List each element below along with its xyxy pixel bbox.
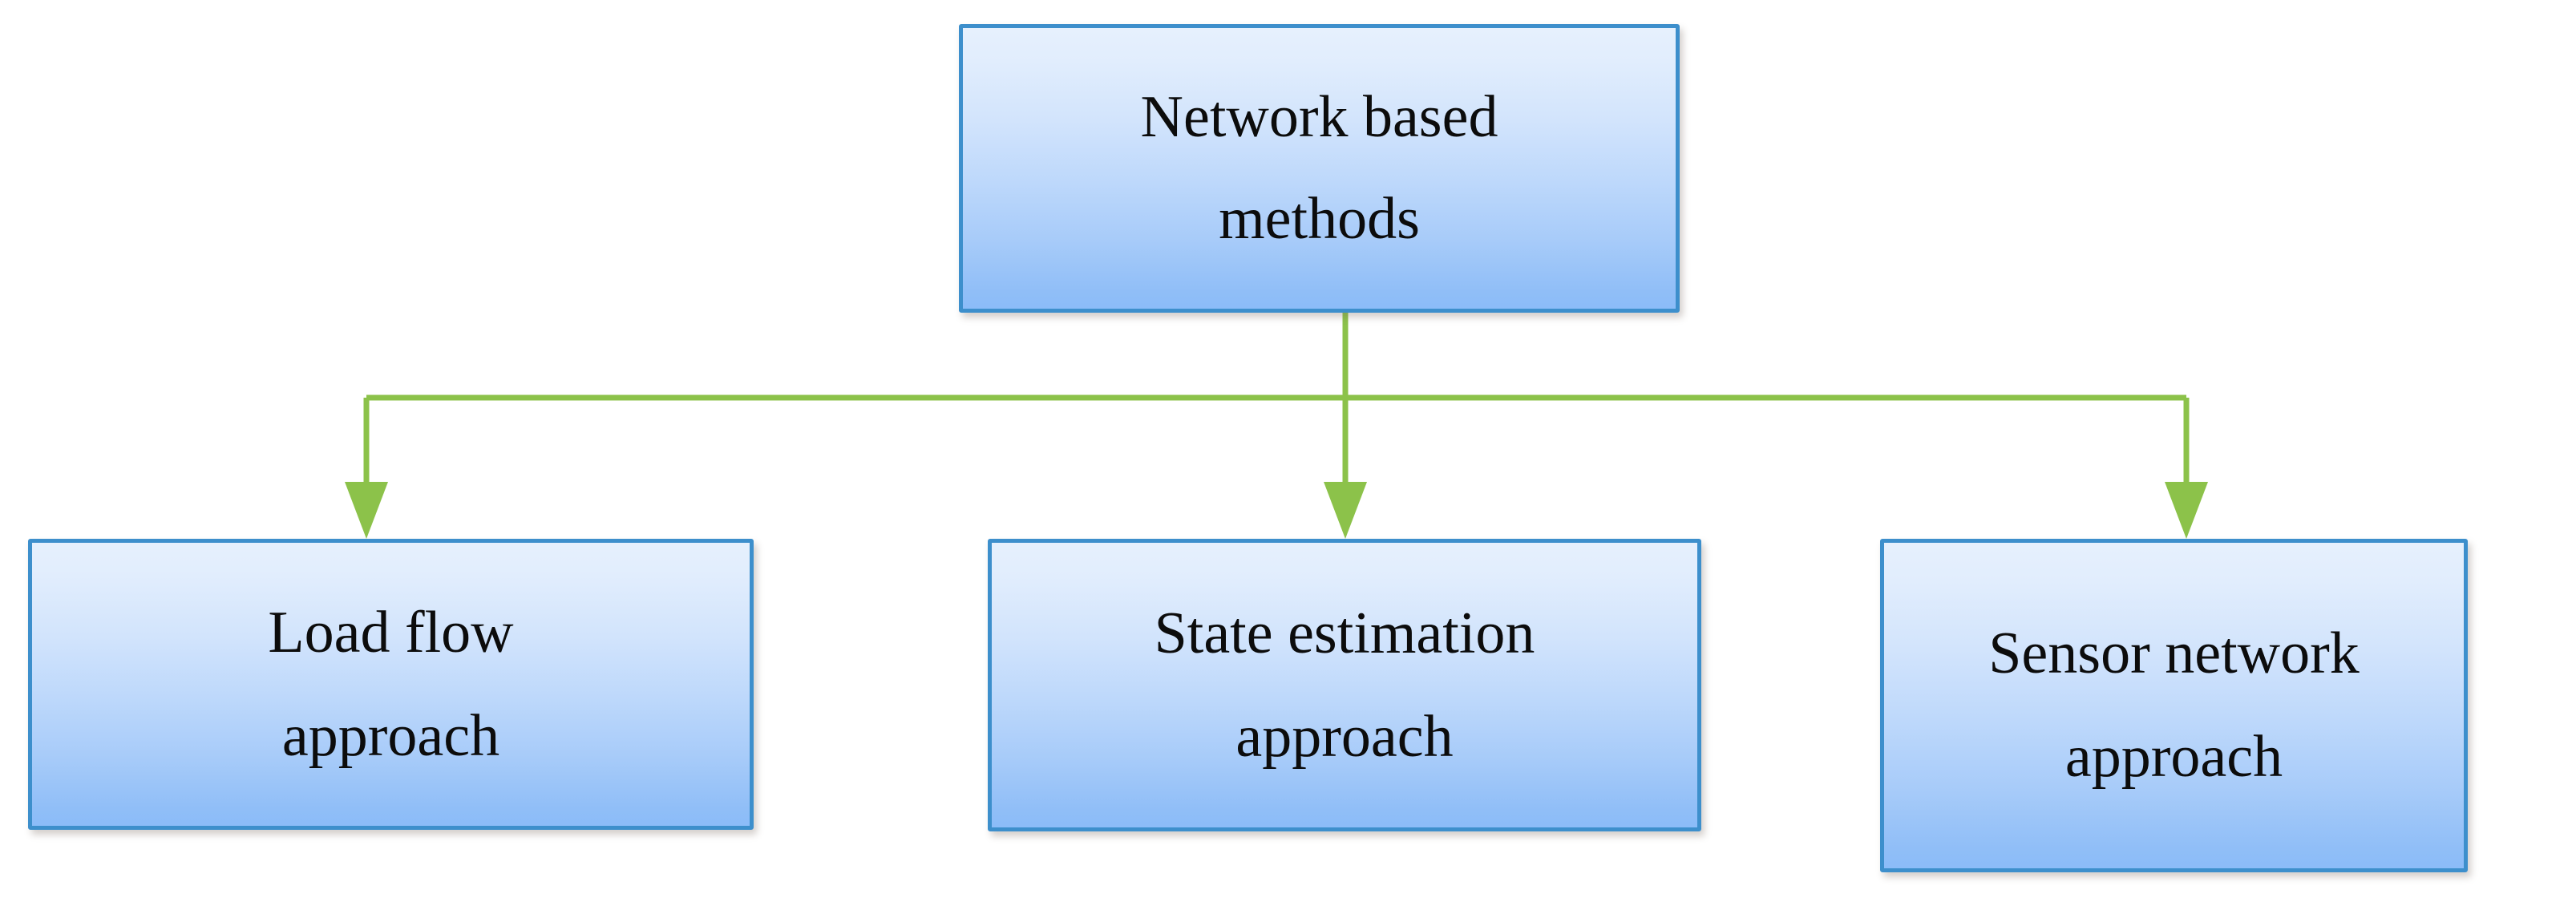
node-state-estimation-label-line1: State estimation [1154, 600, 1535, 666]
node-state-estimation-approach[interactable]: State estimation approach [988, 539, 1701, 831]
arrowhead-left-icon [345, 482, 388, 539]
node-sensor-network-label-line1: Sensor network [1988, 621, 2360, 687]
node-load-flow-approach[interactable]: Load flow approach [28, 539, 754, 830]
arrowhead-right-icon [2165, 482, 2208, 539]
node-state-estimation-label-line2: approach [1235, 703, 1454, 770]
node-sensor-network-label-line2: approach [2064, 724, 2283, 790]
node-load-flow-label-line1: Load flow [268, 599, 514, 665]
node-network-based-methods[interactable]: Network based methods [959, 24, 1680, 313]
arrowhead-middle-icon [1324, 482, 1367, 539]
node-root-label-line2: methods [1219, 186, 1420, 252]
node-load-flow-label-line2: approach [281, 702, 500, 769]
node-sensor-network-approach[interactable]: Sensor network approach [1880, 539, 2468, 872]
node-root-label-line1: Network based [1140, 84, 1498, 151]
